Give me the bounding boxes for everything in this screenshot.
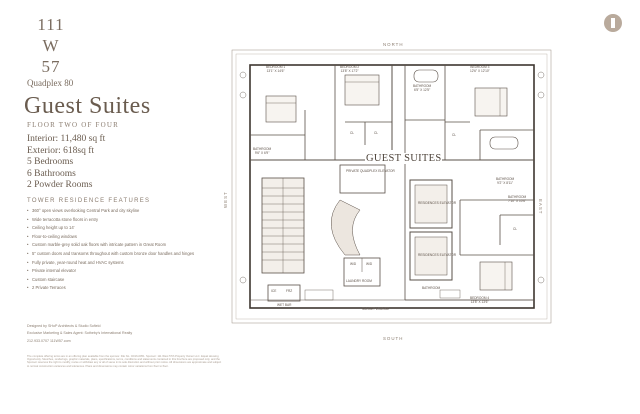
- address-line-2: W: [42, 36, 60, 55]
- building-address: 111 W 57: [35, 14, 67, 77]
- label-closet-4: CL: [513, 227, 518, 231]
- room-bathroom-south: BATHROOM: [422, 286, 441, 290]
- features-list: 360° open views overlooking Central Park…: [27, 208, 197, 294]
- room-residences-elevator-1: RESIDENCES ELEVATOR: [418, 201, 457, 205]
- compass-east: EAST: [538, 199, 543, 215]
- compass-south: SOUTH: [383, 336, 404, 341]
- page-title: Guest Suites: [24, 93, 151, 119]
- credits: Designed by SHoP Architects & Studio Sof…: [27, 324, 197, 346]
- label-closet-2: CL: [374, 131, 379, 135]
- room-residences-elevator-2: RESIDENCES ELEVATOR: [418, 253, 457, 257]
- label-closet-1: CL: [350, 131, 355, 135]
- feature-item: Private internal elevator: [27, 268, 197, 273]
- residence-stats: Interior: 11,480 sq ft Exterior: 618sq f…: [27, 134, 105, 192]
- stat-exterior: Exterior: 618sq ft: [27, 145, 95, 156]
- room-wet-bar: WET BAR: [277, 303, 292, 307]
- stat-bedrooms: 5 Bedrooms: [27, 157, 74, 167]
- feature-item: Custom marble-grey solid oak floors with…: [27, 242, 197, 247]
- compass-west: WEST: [223, 191, 228, 208]
- feature-item: Custom staircase: [27, 277, 197, 282]
- stat-powder-rooms: 2 Powder Rooms: [27, 180, 93, 190]
- feature-item: Ceiling height up to 14': [27, 225, 197, 230]
- label-closet-3: CL: [452, 133, 457, 137]
- features-heading: TOWER RESIDENCE FEATURES: [27, 198, 151, 204]
- feature-item: Fully private, year-round heat and HVAC …: [27, 260, 197, 265]
- credit-sales-agent: Exclusive Marketing & Sales Agent: Sothe…: [27, 331, 133, 336]
- floor-plan-label: GUEST SUITES: [365, 153, 443, 164]
- stat-bathrooms: 6 Bathrooms: [27, 168, 76, 179]
- room-private-elevator: PRIVATE QUADPLEX ELEVATOR: [346, 169, 395, 173]
- feature-item: 2 Private Terraces: [27, 285, 197, 290]
- feature-item: 5" custom doors and transoms throughout …: [27, 251, 197, 256]
- label-washer-dryer-2: W/D: [366, 262, 373, 266]
- residence-name: Quadplex 80: [27, 78, 74, 88]
- compass-north: NORTH: [383, 42, 404, 47]
- address-line-1: 111: [37, 15, 65, 34]
- legal-disclaimer: The complete offering terms are in an of…: [27, 355, 222, 368]
- feature-item: Wide terracotta stone floors in entry: [27, 217, 197, 222]
- label-washer-dryer: W/D: [350, 262, 357, 266]
- label-ice: ICE: [271, 289, 277, 293]
- feature-item: Floor-to-ceiling windows: [27, 234, 197, 239]
- room-sunset-lounge: SUNSET LOUNGE: [362, 307, 390, 311]
- feature-item: 360° open views overlooking Central Park…: [27, 208, 197, 213]
- address-line-3: 57: [41, 57, 61, 76]
- floor-label: FLOOR TWO OF FOUR: [27, 121, 120, 129]
- brand-logo-icon: [604, 14, 622, 32]
- label-freezer: FRZ: [286, 289, 293, 293]
- terrace-outline: [231, 49, 552, 324]
- credit-contact: 212.933.0707 111W57.com: [27, 338, 71, 343]
- stat-interior: Interior: 11,480 sq ft: [27, 134, 106, 144]
- credit-architects: Designed by SHoP Architects & Studio Sof…: [27, 324, 101, 328]
- room-laundry: LAUNDRY ROOM: [346, 279, 372, 283]
